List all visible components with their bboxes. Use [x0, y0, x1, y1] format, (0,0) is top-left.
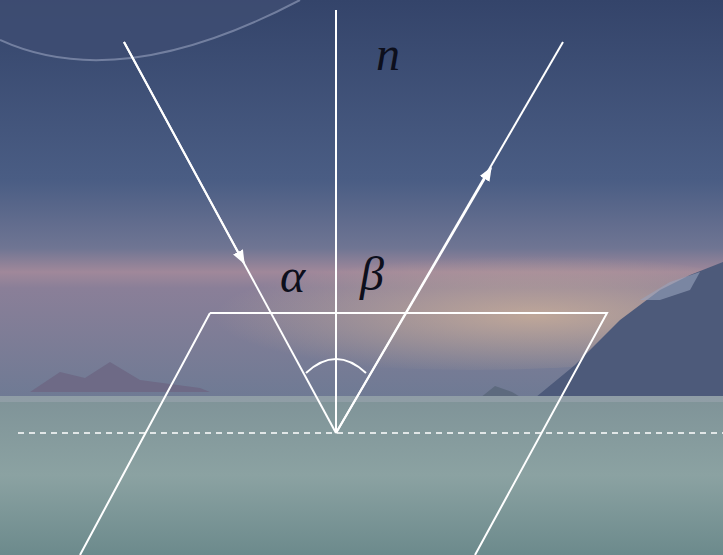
angle-label: β [360, 250, 384, 298]
angle-label: α [280, 252, 305, 300]
normal-label: n [376, 30, 400, 78]
